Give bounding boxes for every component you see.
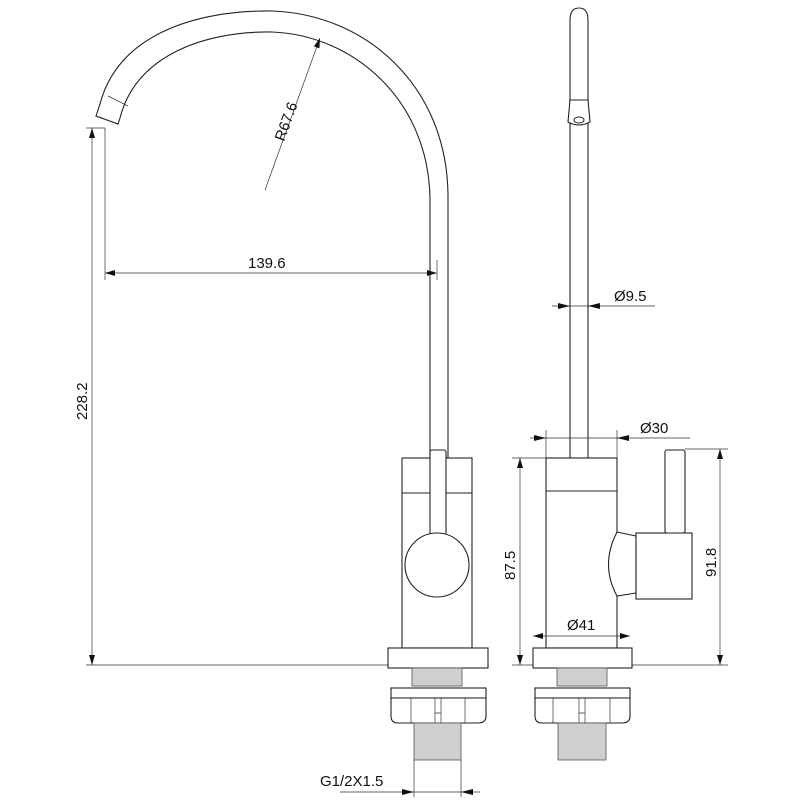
spout-inner: [119, 31, 431, 458]
lock-nut: [390, 697, 487, 724]
handle-connector: [608, 531, 637, 597]
side-view: Ø9.5 Ø30 Ø41 87.5 91.8: [502, 7, 728, 761]
body-height-label: 87.5: [502, 551, 519, 580]
side-nozzle: [567, 99, 591, 126]
radius-leader: [264, 37, 321, 191]
side-lever: [664, 449, 686, 534]
side-upper-thread: [556, 667, 608, 687]
front-view: R67.6 139.6 228.2 G1/2X1.5: [74, 10, 489, 797]
spout-diameter-label: Ø9.5: [614, 288, 647, 305]
handle-height-label: 91.8: [703, 548, 720, 577]
lever-knob: [404, 532, 470, 598]
base-plate: [387, 647, 489, 669]
side-base-plate: [532, 647, 633, 669]
upper-thread: [411, 667, 463, 687]
side-spout: [569, 7, 589, 458]
side-lock-nut: [534, 697, 631, 724]
thread-label: G1/2X1.5: [320, 773, 383, 790]
height-label: 228.2: [74, 382, 91, 420]
spout-outer: [99, 10, 449, 458]
handle-block: [635, 532, 693, 600]
side-lower-thread: [557, 722, 607, 761]
body-top-diameter-label: Ø30: [640, 420, 668, 437]
lower-thread: [413, 722, 462, 761]
lever: [429, 449, 447, 541]
reach-label: 139.6: [248, 255, 286, 272]
washer: [390, 687, 487, 699]
nozzle-tip: [95, 103, 121, 125]
radius-label: R67.6: [272, 100, 302, 143]
base-diameter-label: Ø41: [567, 617, 595, 634]
